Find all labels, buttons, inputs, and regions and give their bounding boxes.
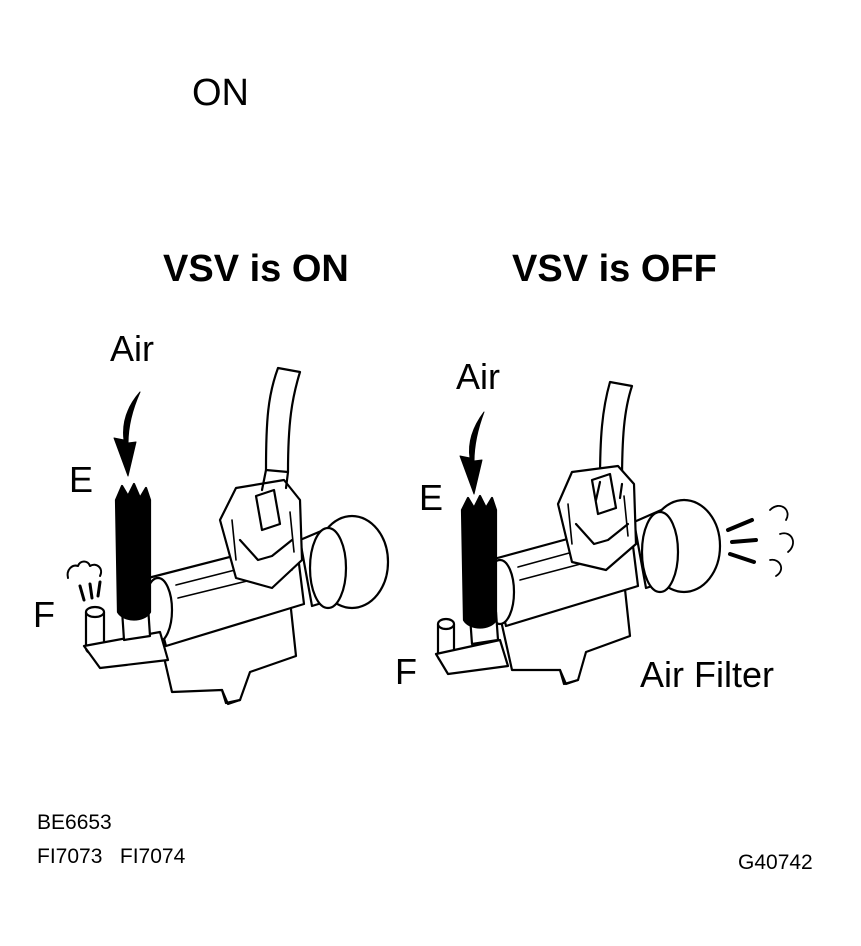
wire-harness-right xyxy=(598,380,634,486)
wire-harness-left xyxy=(264,366,302,474)
hose-e-left xyxy=(114,482,152,621)
port-e-label-right: E xyxy=(419,477,444,518)
hose-e-right xyxy=(460,494,498,629)
air-label-left: Air xyxy=(110,328,154,369)
reference-code-1: BE6653 xyxy=(37,811,112,834)
port-f-label-right: F xyxy=(395,651,417,692)
air-arrow-left xyxy=(113,391,141,477)
reference-code-2: FI7073 FI7074 xyxy=(37,845,186,868)
heading-vsv-on: VSV is ON xyxy=(163,248,349,290)
figure-number: G40742 xyxy=(738,851,813,874)
air-arrow-right xyxy=(459,411,485,495)
port-e-label-left: E xyxy=(69,459,94,500)
vsv-on-illustration xyxy=(66,366,390,706)
heading-vsv-off: VSV is OFF xyxy=(512,248,717,290)
vsv-off-illustration xyxy=(434,380,794,686)
connector-left xyxy=(218,478,304,590)
connector-right xyxy=(556,464,638,572)
air-escape-filter-right xyxy=(726,505,794,577)
status-title: ON xyxy=(192,72,249,114)
air-label-right: Air xyxy=(456,356,500,397)
air-filter-label: Air Filter xyxy=(640,654,774,695)
air-escape-f-left xyxy=(66,560,102,602)
port-f-label-left: F xyxy=(33,594,55,635)
